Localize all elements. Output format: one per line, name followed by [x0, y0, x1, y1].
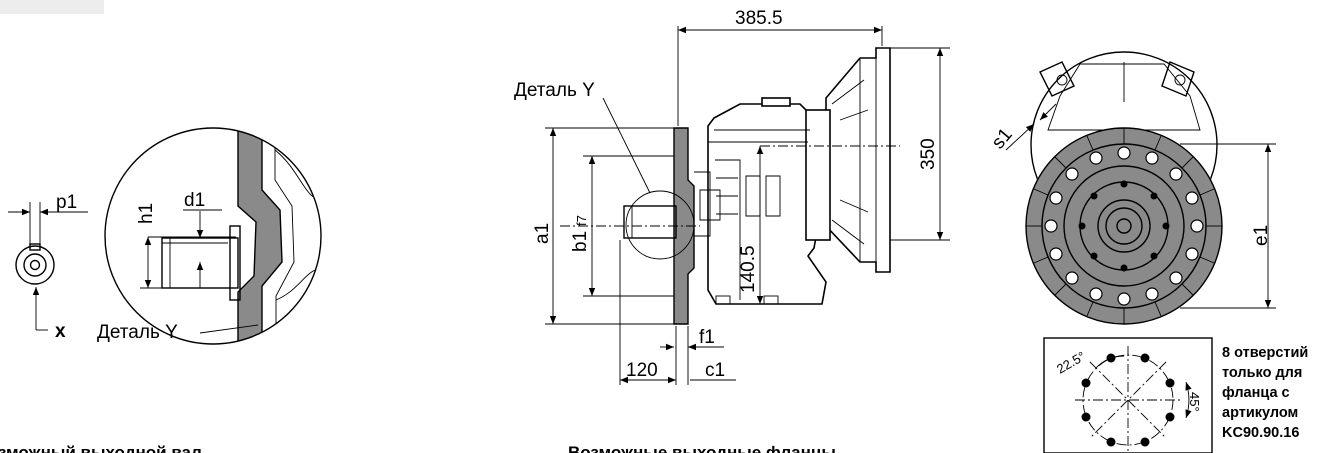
caption-shaft: зможный выходной вал: [0, 443, 202, 453]
detail-y-zoom-label: Деталь Y: [97, 322, 178, 343]
note-line-4: артикулом: [1222, 405, 1298, 421]
caption-flanges: Возможные выходные фланцы: [568, 443, 836, 453]
dim-120-label: 120: [626, 360, 658, 381]
p1-label: p1: [56, 192, 77, 213]
note-line-1: 8 отверстий: [1222, 345, 1308, 361]
note-line-2: только для: [1222, 365, 1302, 381]
detail-y-label: Деталь Y: [514, 80, 595, 101]
dim-140-label: 140.5: [738, 245, 759, 293]
bolt-pattern-inset: [1043, 337, 1213, 453]
e1-label: e1: [1251, 225, 1272, 246]
a1-label: a1: [532, 223, 553, 244]
note-line-3: фланца с: [1222, 385, 1290, 401]
d1-label: d1: [184, 190, 205, 211]
s1-label: s1: [988, 124, 1017, 153]
gearbox-side-view: [545, 26, 950, 385]
x-label: x: [55, 321, 66, 342]
dim-350-label: 350: [918, 138, 939, 170]
corner-tab: [0, 0, 104, 14]
note-line-5: KC90.90.16: [1222, 425, 1299, 441]
gearbox-front-view: [1005, 51, 1276, 325]
angle-45-label: 45°: [1187, 392, 1202, 412]
angle-22-label: 22.5°: [1054, 348, 1088, 376]
c1-label: c1: [705, 360, 725, 381]
b1-tolerance-label: f7: [574, 215, 589, 226]
b1-label: b1: [570, 231, 591, 252]
f1-label: f1: [699, 327, 715, 348]
h1-label: h1: [136, 203, 157, 224]
shaft-end-view: [8, 202, 88, 331]
dim-385-label: 385.5: [735, 8, 783, 29]
